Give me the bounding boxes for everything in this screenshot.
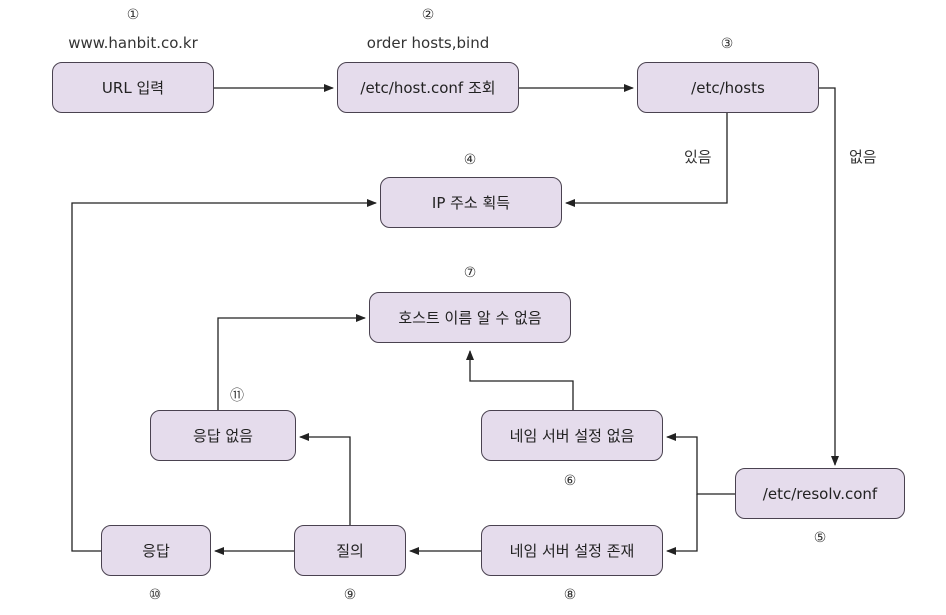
step-number-6: ⑥ bbox=[563, 473, 577, 489]
arrow-response-to-ip bbox=[71, 199, 377, 552]
arrow-no-nameserver-to-unknown bbox=[466, 350, 574, 410]
arrow-query-to-no-response bbox=[299, 433, 351, 525]
node-no-nameserver: 네임 서버 설정 없음 bbox=[481, 410, 663, 461]
node-no-response: 응답 없음 bbox=[150, 410, 296, 461]
not-found-label: 없음 bbox=[849, 148, 877, 166]
step-number-7: ⑦ bbox=[463, 265, 477, 281]
node-get-ip: IP 주소 획득 bbox=[380, 177, 562, 228]
node-etc-hosts: /etc/hosts bbox=[637, 62, 819, 113]
node-url-input: URL 입력 bbox=[52, 62, 214, 113]
step-number-2: ② bbox=[421, 7, 435, 23]
node-host-conf: /etc/host.conf 조회 bbox=[337, 62, 519, 113]
arrow-resolv-to-no-nameserver bbox=[666, 433, 735, 495]
node-host-unknown: 호스트 이름 알 수 없음 bbox=[369, 292, 571, 343]
found-label: 있음 bbox=[684, 148, 712, 166]
node-resolv-conf: /etc/resolv.conf bbox=[735, 468, 905, 519]
step-number-11: ⑪ bbox=[230, 388, 244, 404]
step-number-8: ⑧ bbox=[563, 587, 577, 603]
node-nameserver-exists: 네임 서버 설정 존재 bbox=[481, 525, 663, 576]
arrow-no-response-to-unknown bbox=[217, 314, 366, 410]
step-number-4: ④ bbox=[463, 152, 477, 168]
arrow-resolv-to-nameserver-exists bbox=[666, 494, 698, 555]
arrow-hosts-found-to-ip bbox=[565, 113, 728, 207]
order-setting-label: order hosts,bind bbox=[366, 34, 490, 52]
node-query: 질의 bbox=[294, 525, 406, 576]
step-number-5: ⑤ bbox=[813, 530, 827, 546]
node-response: 응답 bbox=[101, 525, 211, 576]
step-number-3: ③ bbox=[720, 36, 734, 52]
step-number-9: ⑨ bbox=[343, 587, 357, 603]
step-number-10: ⑩ bbox=[148, 587, 162, 603]
step-number-1: ① bbox=[126, 7, 140, 23]
url-example-label: www.hanbit.co.kr bbox=[68, 34, 198, 52]
arrow-hosts-notfound-to-resolv bbox=[819, 87, 839, 466]
